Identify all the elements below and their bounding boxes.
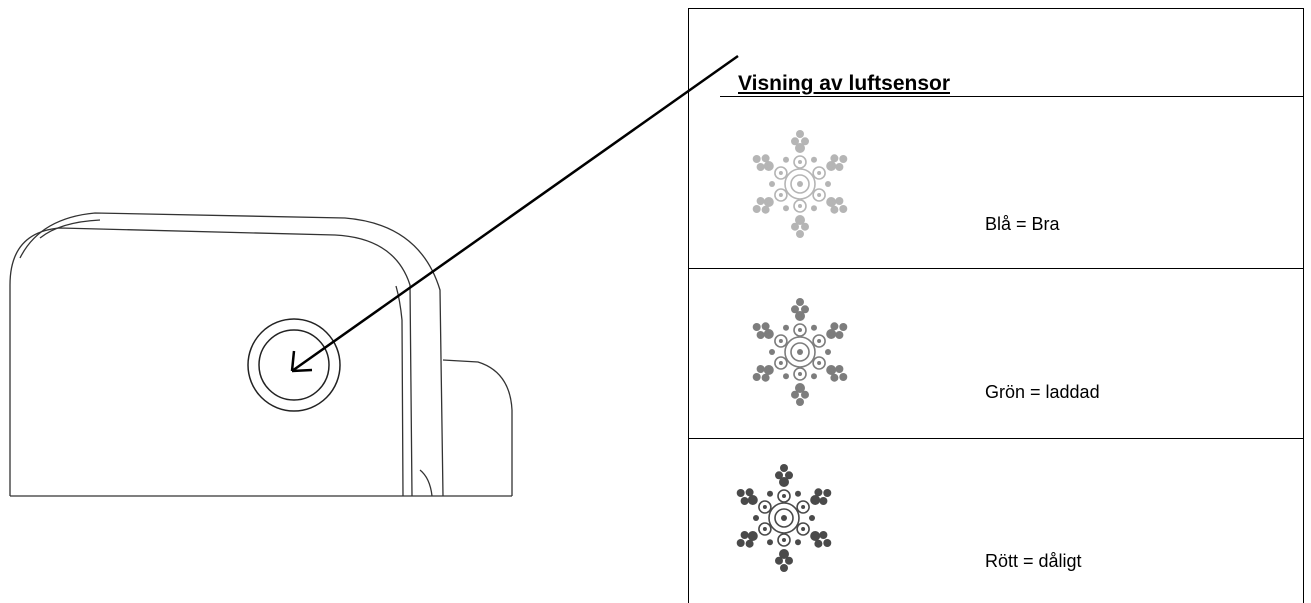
legend-label-good: Blå = Bra	[985, 214, 1060, 234]
pointer-arrow	[290, 54, 739, 373]
title-divider	[720, 96, 1304, 97]
sensor-button-icon	[247, 318, 341, 412]
row-divider	[688, 268, 1304, 269]
legend-title: Visning av luftsensor	[738, 72, 964, 96]
legend-label-bad: Rött = dåligt	[985, 551, 1082, 571]
snowflake-icon	[752, 130, 848, 238]
row-divider	[688, 438, 1304, 439]
legend-table	[688, 8, 1304, 603]
legend-label-charged: Grön = laddad	[985, 382, 1100, 402]
snowflake-icon	[752, 298, 848, 406]
snowflake-icon	[736, 464, 832, 572]
